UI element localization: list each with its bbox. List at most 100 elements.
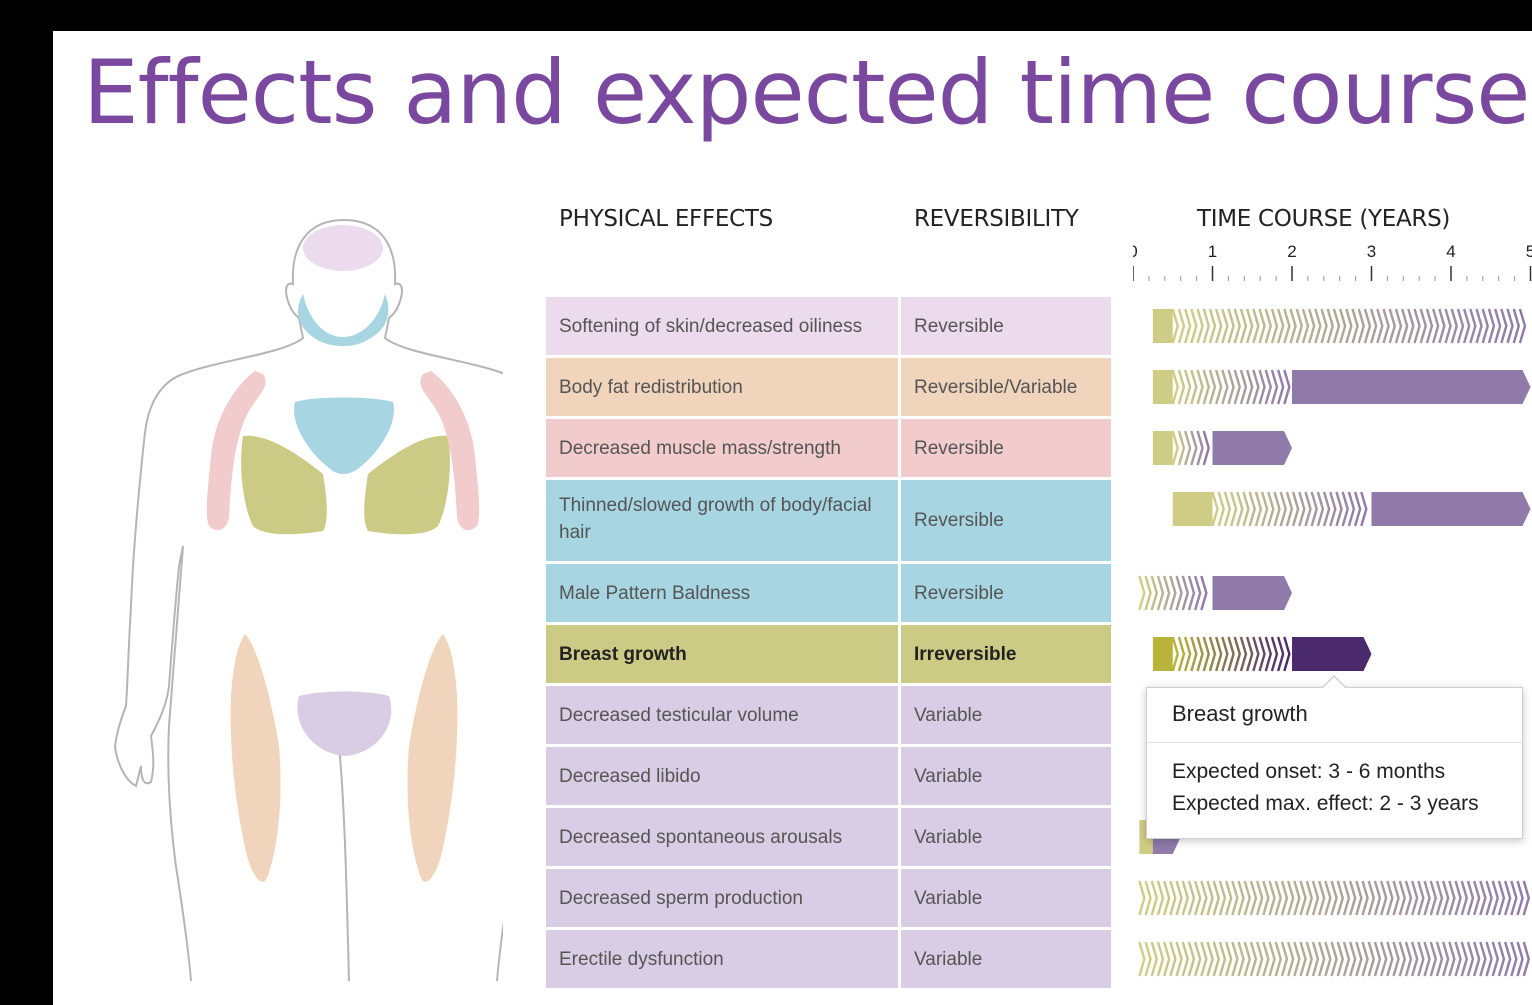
- reversibility-cell[interactable]: Variable: [901, 747, 1111, 805]
- transition-chevrons: [1227, 369, 1235, 405]
- effect-cell[interactable]: Body fat redistribution: [546, 358, 898, 416]
- transition-chevrons: [1138, 880, 1146, 916]
- effect-cell[interactable]: Decreased libido: [546, 747, 898, 805]
- transition-chevrons: [1268, 880, 1276, 916]
- effect-cell[interactable]: Erectile dysfunction: [546, 930, 898, 988]
- transition-chevrons: [1194, 575, 1202, 611]
- transition-chevrons: [1214, 636, 1223, 672]
- transition-chevrons: [1291, 491, 1300, 527]
- face-hair-region: [298, 294, 389, 346]
- transition-chevrons: [1280, 880, 1289, 916]
- transition-chevrons: [1156, 941, 1165, 977]
- transition-chevrons: [1190, 430, 1198, 466]
- poster-frame: Effects and expected time course PHYSICA…: [53, 31, 1532, 1005]
- transition-chevrons: [1442, 880, 1450, 916]
- effect-cell[interactable]: Thinned/slowed growth of body/facial hai…: [546, 480, 898, 561]
- transition-chevrons: [1258, 369, 1266, 405]
- effect-cell[interactable]: Decreased muscle mass/strength: [546, 419, 898, 477]
- transition-chevrons: [1335, 491, 1343, 527]
- transition-chevrons: [1326, 308, 1335, 344]
- effect-cell[interactable]: Decreased testicular volume: [546, 686, 898, 744]
- onset-bar: [1172, 492, 1213, 526]
- transition-chevrons: [1479, 880, 1487, 916]
- transition-chevrons: [1299, 880, 1307, 916]
- transition-chevrons: [1276, 369, 1285, 405]
- transition-chevrons: [1221, 369, 1229, 405]
- right-arm-muscle-region: [420, 371, 480, 531]
- transition-chevrons: [1242, 491, 1250, 527]
- transition-chevrons: [1196, 636, 1204, 672]
- transition-chevrons: [1500, 308, 1508, 344]
- transition-chevrons: [1347, 491, 1356, 527]
- transition-chevrons: [1360, 491, 1368, 527]
- transition-chevrons: [1314, 308, 1322, 344]
- transition-chevrons: [1298, 491, 1306, 527]
- transition-chevrons: [1245, 369, 1254, 405]
- transition-chevrons: [1311, 941, 1320, 977]
- reversibility-cell[interactable]: Reversible/Variable: [901, 358, 1111, 416]
- page-title: Effects and expected time course: [83, 41, 1530, 144]
- transition-chevrons: [1448, 941, 1456, 977]
- effect-cell[interactable]: Softening of skin/decreased oiliness: [546, 297, 898, 355]
- transition-chevrons: [1454, 880, 1462, 916]
- effect-cell[interactable]: Decreased sperm production: [546, 869, 898, 927]
- transition-chevrons: [1144, 880, 1152, 916]
- transition-chevrons: [1190, 636, 1198, 672]
- reversibility-cell[interactable]: Reversible: [901, 297, 1111, 355]
- transition-chevrons: [1256, 880, 1264, 916]
- transition-chevrons: [1417, 880, 1425, 916]
- transition-chevrons: [1485, 941, 1493, 977]
- transition-chevrons: [1171, 308, 1180, 344]
- transition-chevrons: [1287, 941, 1295, 977]
- transition-chevrons: [1316, 491, 1325, 527]
- axis-tick-label: 5: [1526, 242, 1532, 261]
- transition-chevrons: [1227, 636, 1235, 672]
- reversibility-cell[interactable]: Variable: [901, 869, 1111, 927]
- transition-chevrons: [1450, 308, 1459, 344]
- transition-chevrons: [1249, 880, 1258, 916]
- reversibility-cell[interactable]: Variable: [901, 930, 1111, 988]
- transition-chevrons: [1425, 308, 1434, 344]
- transition-chevrons: [1221, 636, 1229, 672]
- transition-chevrons: [1369, 308, 1378, 344]
- transition-chevrons: [1429, 941, 1438, 977]
- transition-chevrons: [1376, 308, 1384, 344]
- effect-cell[interactable]: Breast growth: [546, 625, 898, 683]
- transition-chevrons: [1183, 308, 1192, 344]
- transition-chevrons: [1361, 880, 1369, 916]
- transition-chevrons: [1236, 491, 1244, 527]
- reversibility-cell[interactable]: Reversible: [901, 564, 1111, 622]
- reversibility-cell[interactable]: Reversible: [901, 419, 1111, 477]
- transition-chevrons: [1473, 880, 1481, 916]
- transition-chevrons: [1431, 308, 1440, 344]
- transition-chevrons: [1196, 308, 1204, 344]
- transition-chevrons: [1388, 308, 1397, 344]
- transition-chevrons: [1223, 491, 1232, 527]
- transition-chevrons: [1264, 636, 1273, 672]
- reversibility-cell[interactable]: Variable: [901, 686, 1111, 744]
- transition-chevrons: [1171, 430, 1180, 466]
- transition-chevrons: [1243, 880, 1252, 916]
- reversibility-cell[interactable]: Irreversible: [901, 625, 1111, 683]
- reversibility-cell[interactable]: Reversible: [901, 480, 1111, 561]
- transition-chevrons: [1404, 880, 1413, 916]
- effect-cell[interactable]: Male Pattern Baldness: [546, 564, 898, 622]
- genital-region: [297, 691, 392, 756]
- transition-chevrons: [1196, 369, 1204, 405]
- transition-chevrons: [1353, 491, 1362, 527]
- transition-chevrons: [1349, 880, 1357, 916]
- effect-cell[interactable]: Decreased spontaneous arousals: [546, 808, 898, 866]
- transition-chevrons: [1231, 941, 1239, 977]
- transition-chevrons: [1510, 941, 1518, 977]
- transition-chevrons: [1144, 941, 1152, 977]
- transition-chevrons: [1462, 308, 1471, 344]
- transition-chevrons: [1233, 308, 1242, 344]
- transition-chevrons: [1194, 880, 1202, 916]
- transition-chevrons: [1243, 941, 1252, 977]
- transition-chevrons: [1190, 308, 1198, 344]
- transition-chevrons: [1237, 941, 1245, 977]
- reversibility-cell[interactable]: Variable: [901, 808, 1111, 866]
- transition-chevrons: [1355, 941, 1363, 977]
- transition-chevrons: [1419, 308, 1428, 344]
- transition-chevrons: [1345, 308, 1353, 344]
